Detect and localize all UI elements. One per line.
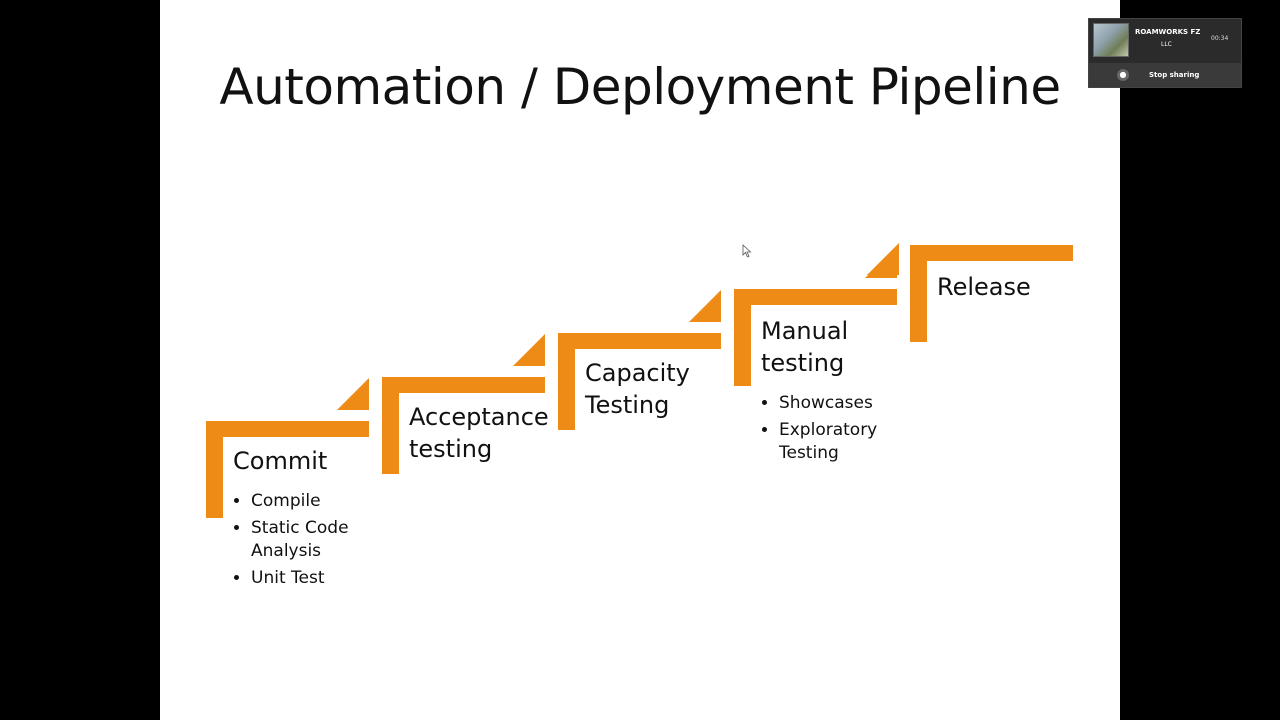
step-bracket-top (382, 377, 545, 393)
step-arrow-tip (689, 290, 721, 322)
bullet-item: Compile (251, 490, 401, 513)
share-timer: 00:34 (1211, 35, 1229, 42)
step-bracket-side (206, 421, 223, 518)
bullet-item: Unit Test (251, 567, 401, 590)
step-bracket-side (558, 333, 575, 430)
bullet-item: Showcases (779, 392, 929, 415)
presentation-slide: Automation / Deployment Pipeline Commit … (160, 0, 1120, 720)
step-label: Capacity Testing (585, 359, 690, 419)
step-arrow-tip (513, 334, 545, 366)
step-label: Manual testing (761, 317, 849, 377)
bullet-item: Static Code Analysis (251, 517, 401, 563)
step-bracket-top (910, 245, 1073, 261)
step-bullets: Compile Static Code Analysis Unit Test (233, 490, 401, 594)
step-label: Release (937, 273, 1031, 301)
step-arrow-tip (337, 378, 369, 410)
step-arrow-tip (867, 243, 899, 275)
step-bracket-top (206, 421, 369, 437)
stop-sharing-button[interactable]: ● Stop sharing (1089, 63, 1241, 87)
screen-share-widget: ROAMWORKS FZ LLC 00:34 ● Stop sharing (1088, 18, 1242, 88)
bullet-item: Exploratory Testing (779, 419, 929, 465)
presenter-thumbnail (1093, 23, 1129, 57)
presenter-org-suffix: LLC (1161, 41, 1172, 48)
screen-share-icon: ● (1117, 69, 1129, 81)
step-label: Acceptance testing (409, 403, 549, 463)
slide-title: Automation / Deployment Pipeline (219, 58, 1061, 116)
step-bracket-side (382, 377, 399, 474)
step-bracket-side (910, 245, 927, 342)
stop-sharing-label: Stop sharing (1149, 71, 1200, 79)
step-bullets: Showcases Exploratory Testing (761, 392, 929, 469)
step-bracket-side (734, 289, 751, 386)
step-label: Commit (233, 447, 328, 475)
step-bracket-top (734, 289, 897, 305)
step-bracket-top (558, 333, 721, 349)
presenter-name: ROAMWORKS FZ (1135, 28, 1201, 36)
